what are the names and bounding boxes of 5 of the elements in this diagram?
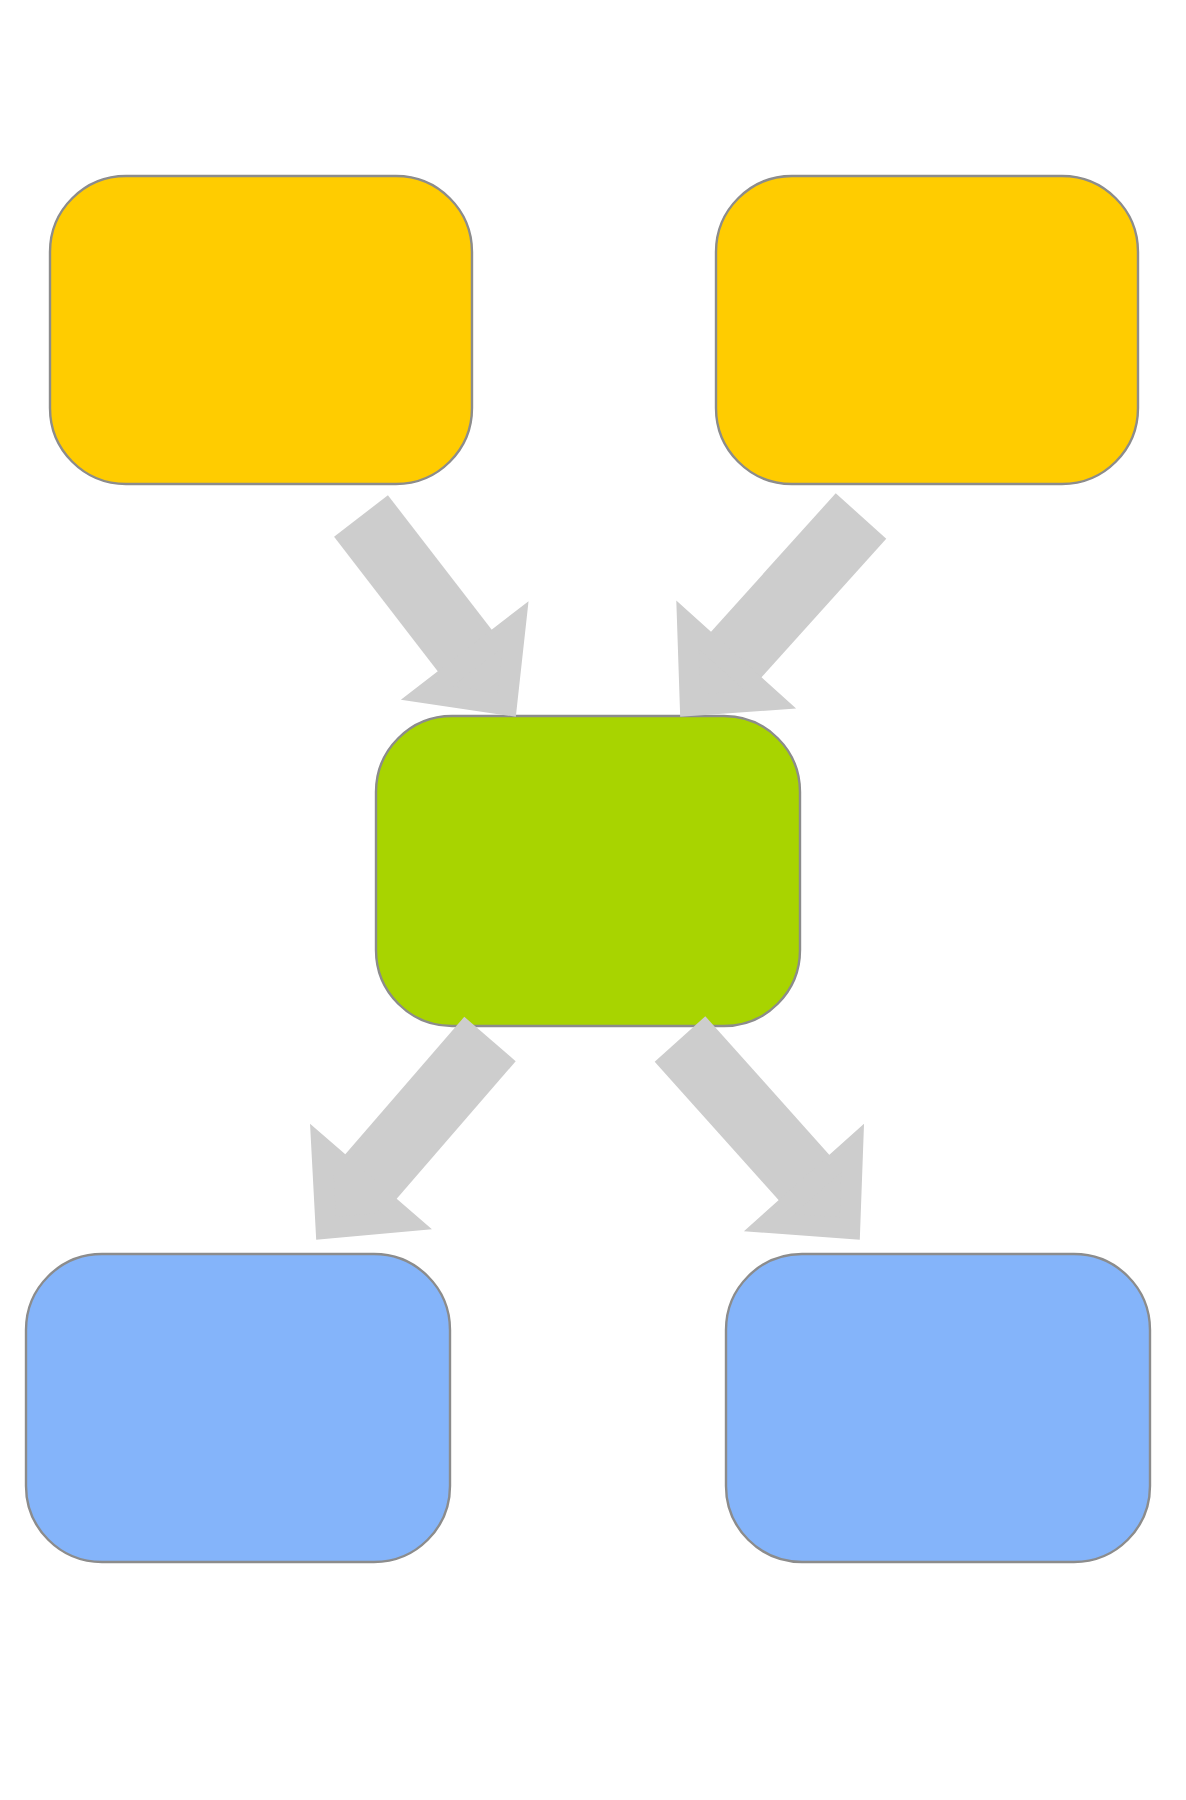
rounded-box <box>724 1252 1152 1564</box>
rounded-box <box>24 1252 452 1564</box>
rounded-box <box>48 174 474 486</box>
rounded-box <box>714 174 1140 486</box>
rounded-box <box>374 714 802 1028</box>
